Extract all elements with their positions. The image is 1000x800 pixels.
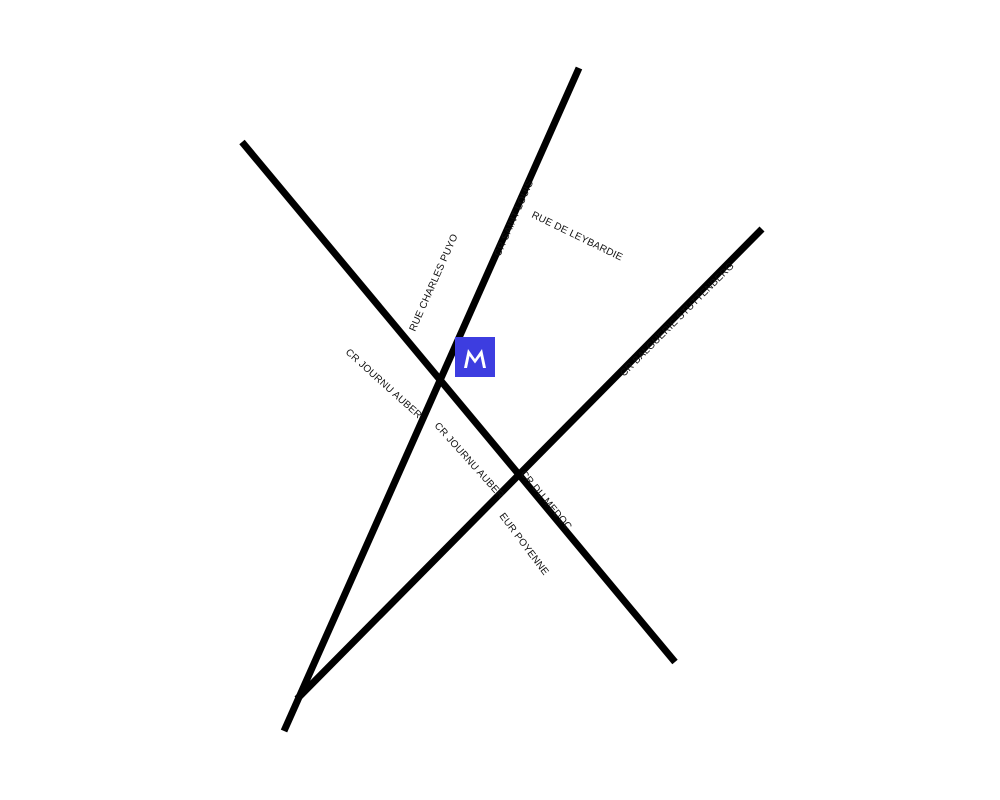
street-cr-saint-louis [280,66,583,733]
street-cr-journu-auber-du-medoc [239,139,678,665]
m-logo-icon [464,349,486,368]
street-cr-balguerie-stuttenberg [294,226,765,702]
location-marker-background [455,337,495,377]
location-marker[interactable] [455,337,495,377]
